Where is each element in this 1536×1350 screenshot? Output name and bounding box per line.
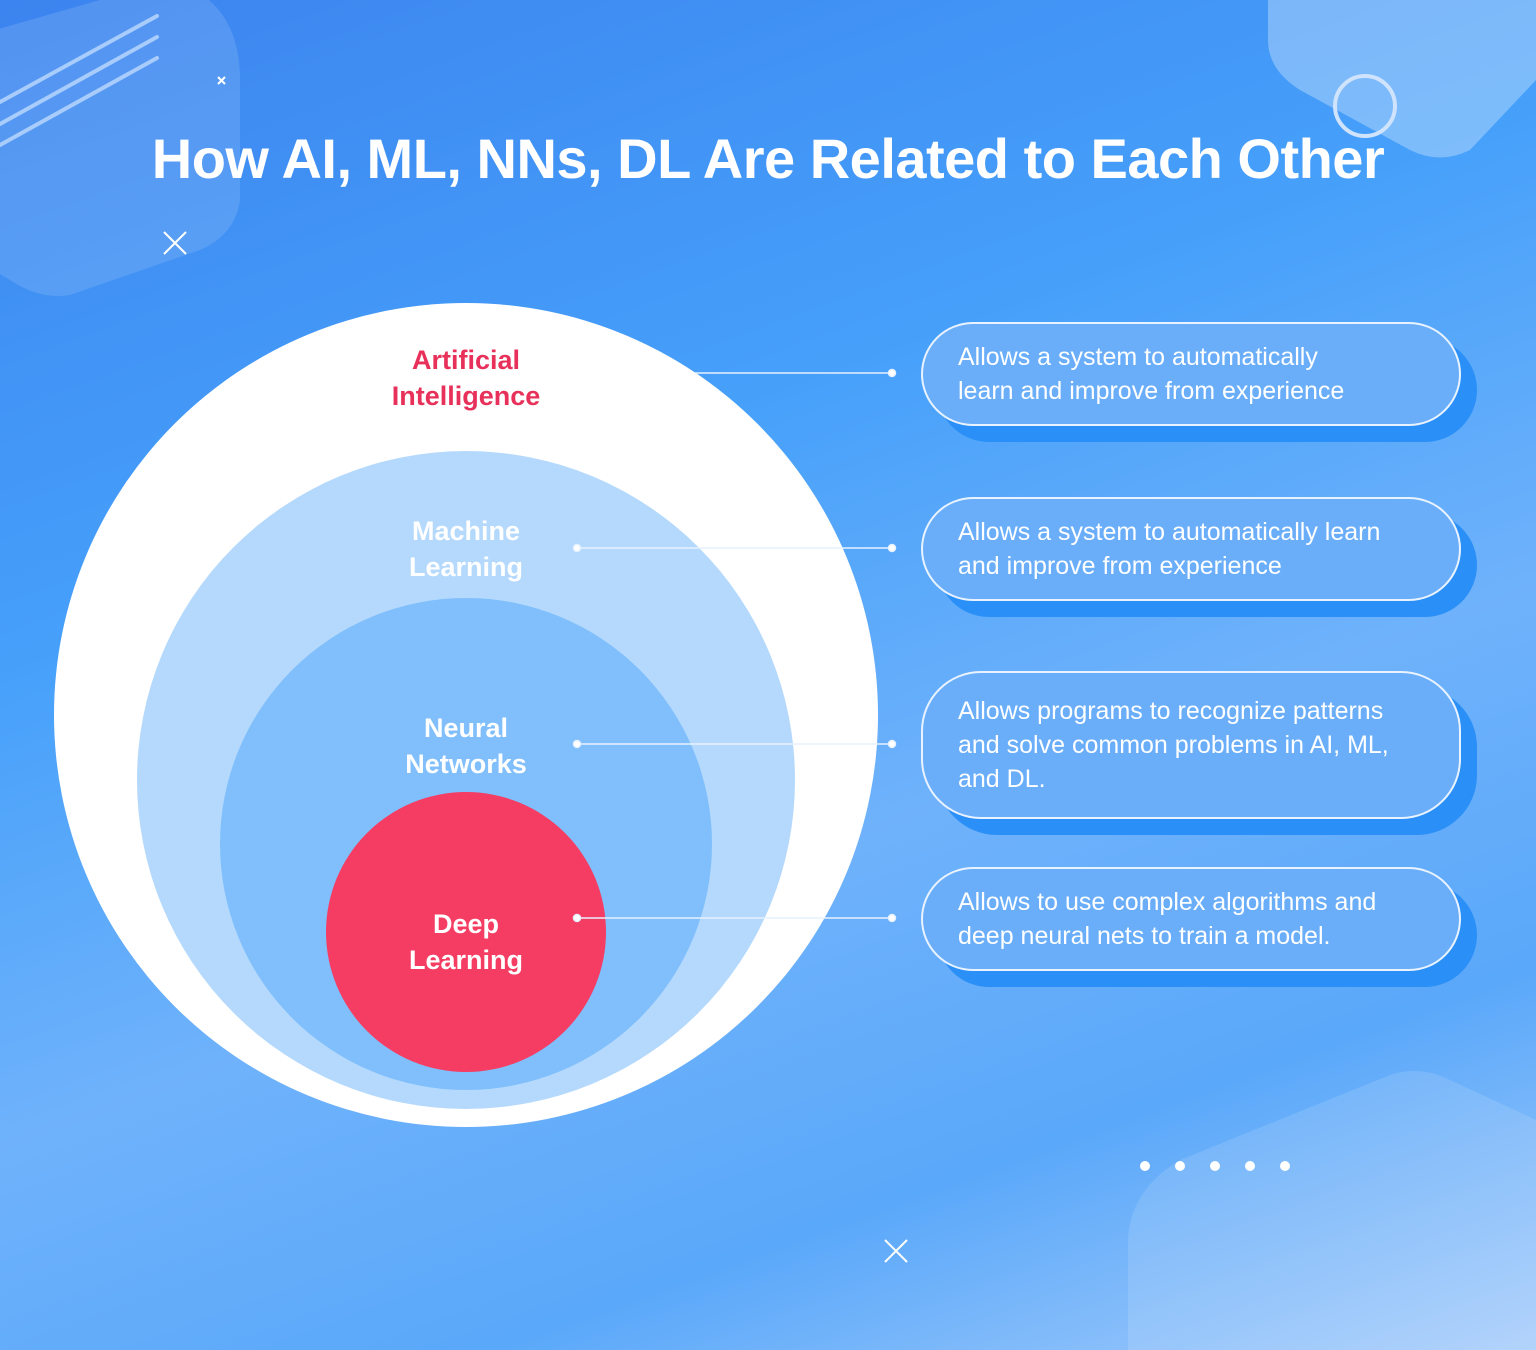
description-text: Allows to use complex algorithms and dee… (958, 888, 1377, 950)
label-line: Machine (411, 516, 521, 546)
label-line: Artificial (411, 345, 521, 375)
ring-icon (1333, 74, 1397, 138)
description-text: Allows a system to automatically learn a… (958, 518, 1381, 580)
description-nn: Allows programs to recognize patterns an… (921, 671, 1461, 819)
hexagon-shape-top-right (1268, 0, 1536, 158)
label-line: Intelligence (391, 381, 541, 411)
label-line: Networks (405, 749, 527, 779)
description-dl: Allows to use complex algorithms and dee… (921, 867, 1461, 971)
hexagon-shape-bottom-right (1128, 1071, 1536, 1350)
label-line: Learning (408, 552, 523, 582)
label-neural-networks: Neural Networks (346, 710, 586, 782)
description-ml: Allows a system to automatically learn a… (921, 497, 1461, 601)
cross-icon (163, 76, 908, 1263)
description-text: Allows a system to automatically learn a… (958, 343, 1345, 405)
label-artificial-intelligence: Artificial Intelligence (346, 342, 586, 414)
label-deep-learning: Deep Learning (346, 906, 586, 978)
description-ai: Allows a system to automatically learn a… (921, 322, 1461, 426)
hexagon-shape-top-left (0, 0, 240, 296)
diagonal-lines (0, 14, 159, 147)
description-text: Allows programs to recognize patterns an… (958, 697, 1389, 793)
label-line: Learning (408, 945, 523, 975)
page-title: How AI, ML, NNs, DL Are Related to Each … (151, 127, 1385, 190)
label-line: Deep (432, 909, 500, 939)
label-line: Neural (423, 713, 509, 743)
dots-row (1140, 1161, 1290, 1171)
circle-deep-learning (326, 792, 606, 1072)
label-machine-learning: Machine Learning (346, 513, 586, 585)
